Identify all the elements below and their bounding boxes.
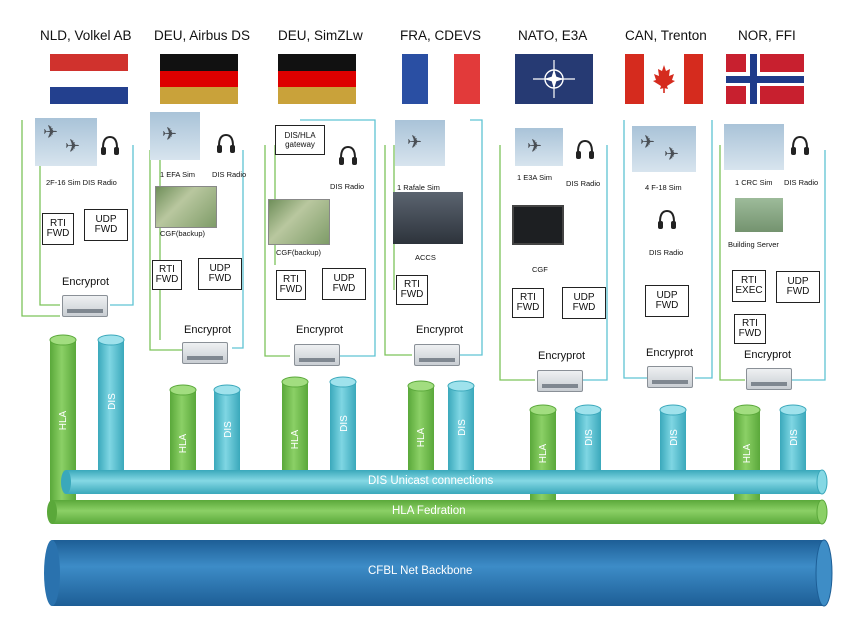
deu2-cgf-caption: CGF(backup) [276, 248, 322, 257]
encryptor-device [414, 344, 460, 366]
f18-sim-caption: 4 F-18 Sim [645, 183, 682, 192]
encryptor-label: Encryprot [184, 324, 232, 336]
e3a-sim-caption: 1 E3A Sim [517, 173, 553, 182]
flag-germany [278, 54, 356, 104]
cgf-monitor [512, 205, 564, 245]
flag-norway [726, 54, 804, 104]
jet-icon: ✈ [65, 136, 81, 156]
accs-console-photo [393, 192, 463, 244]
headset-icon [791, 135, 809, 155]
encryptor-device [294, 344, 340, 366]
udp-fwd-box: UDP FWD [322, 268, 366, 300]
dis-cylinder-label: DIS [583, 429, 595, 446]
rti-fwd-box: RTI FWD [512, 288, 544, 318]
encryptor-label: Encryprot [296, 324, 344, 336]
encryptor-device [62, 295, 108, 317]
hla-cylinder-label: HLA [290, 429, 302, 450]
flag-canada [625, 54, 703, 104]
headset-icon [101, 135, 119, 155]
encryptor-label: Encryprot [744, 349, 792, 361]
jet-icon: ✈ [664, 144, 680, 164]
headset-icon [658, 209, 676, 229]
flag-nato [515, 54, 593, 104]
site-title-nor: NOR, FFI [738, 28, 796, 43]
headset-icon [217, 133, 235, 153]
dis-cylinder-label: DIS [338, 415, 350, 432]
rti-exec-box: RTI EXEC [732, 270, 766, 302]
encryptor-label: Encryprot [538, 350, 586, 362]
encryptor-label: Encryprot [646, 347, 694, 359]
e3a-sim-photo: ✈ [515, 128, 563, 166]
f16-sim-photo: ✈ ✈ [35, 118, 97, 166]
headset-icon [339, 145, 357, 165]
dis-hla-gateway-box: DIS/HLA gateway [275, 125, 325, 155]
nato-cgf-caption: CGF [532, 265, 548, 274]
dis-unicast-label: DIS Unicast connections [368, 475, 494, 487]
encryptor-label: Encryprot [416, 324, 464, 336]
cgf-backup-screen [268, 199, 330, 245]
fra-sim-caption: 1 Rafale Sim [397, 183, 440, 192]
udp-fwd-box: UDP FWD [562, 287, 606, 319]
encryptor-device [647, 366, 693, 388]
nor-radio-caption: DIS Radio [784, 178, 819, 187]
flag-netherlands [50, 54, 128, 104]
backbone-label: CFBL Net Backbone [368, 565, 473, 577]
udp-fwd-box: UDP FWD [198, 258, 242, 290]
jet-icon: ✈ [640, 132, 656, 152]
jet-icon: ✈ [162, 124, 178, 144]
dis-cylinder-label: DIS [456, 419, 468, 436]
rti-fwd-box: RTI FWD [152, 260, 182, 290]
encryptor-label: Encryprot [62, 276, 110, 288]
dis-cylinder-label: DIS [106, 393, 118, 410]
site-title-nato: NATO, E3A [518, 28, 588, 43]
hla-cylinder-label: HLA [742, 443, 754, 464]
f18-sim-photo: ✈ ✈ [632, 126, 696, 172]
udp-fwd-box: UDP FWD [645, 285, 689, 317]
can-radio-caption: DIS Radio [649, 248, 684, 257]
rti-fwd-box: RTI FWD [396, 275, 428, 305]
encryptor-device [537, 370, 583, 392]
hla-cylinder-label: HLA [58, 410, 70, 431]
rti-fwd-box: RTI FWD [42, 213, 74, 245]
dis-cylinder-label: DIS [222, 421, 234, 438]
encryptor-device [746, 368, 792, 390]
hla-federation-label: HLA Fedration [392, 505, 466, 517]
efa-sim-photo: ✈ [150, 112, 200, 160]
site-title-deu-airbus: DEU, Airbus DS [154, 28, 251, 43]
encryptor-device [182, 342, 228, 364]
nato-radio-caption: DIS Radio [566, 179, 601, 188]
cgf-backup-screen [155, 186, 217, 228]
jet-icon: ✈ [407, 132, 423, 152]
site-title-nld: NLD, Volkel AB [40, 28, 132, 43]
dis-cylinder-label: DIS [668, 429, 680, 446]
rti-fwd-box: RTI FWD [734, 314, 766, 344]
crc-sim-caption: 1 CRC Sim [735, 178, 773, 187]
site-title-fra: FRA, CDEVS [400, 28, 482, 43]
jet-icon: ✈ [43, 122, 59, 142]
udp-fwd-box: UDP FWD [776, 271, 820, 303]
rafale-sim-photo: ✈ [395, 120, 445, 166]
headset-icon [576, 139, 594, 159]
hla-cylinder-label: HLA [416, 427, 428, 448]
site-title-deu-simzlw: DEU, SimZLw [278, 28, 363, 43]
building-server-caption: Building Server [728, 240, 779, 249]
flag-france [402, 54, 480, 104]
flag-germany [160, 54, 238, 104]
jet-icon: ✈ [527, 136, 543, 156]
hla-cylinder-label: HLA [538, 443, 550, 464]
hla-cylinder-label: HLA [178, 433, 190, 454]
crc-sim-photo [724, 124, 784, 170]
nld-sim-caption: 2F-16 Sim DIS Radio [46, 178, 117, 187]
building-server-photo [735, 198, 783, 232]
dis-cylinder-label: DIS [788, 429, 800, 446]
site-title-can: CAN, Trenton [625, 28, 707, 43]
fra-accs-caption: ACCS [415, 253, 436, 262]
deu1-radio-caption: DIS Radio [212, 170, 247, 179]
deu1-cgf-caption: CGF(backup) [160, 229, 206, 238]
efa-sim-caption: 1 EFA Sim [160, 170, 196, 179]
rti-fwd-box: RTI FWD [276, 270, 306, 300]
deu2-radio-caption: DIS Radio [330, 182, 365, 191]
udp-fwd-box: UDP FWD [84, 209, 128, 241]
